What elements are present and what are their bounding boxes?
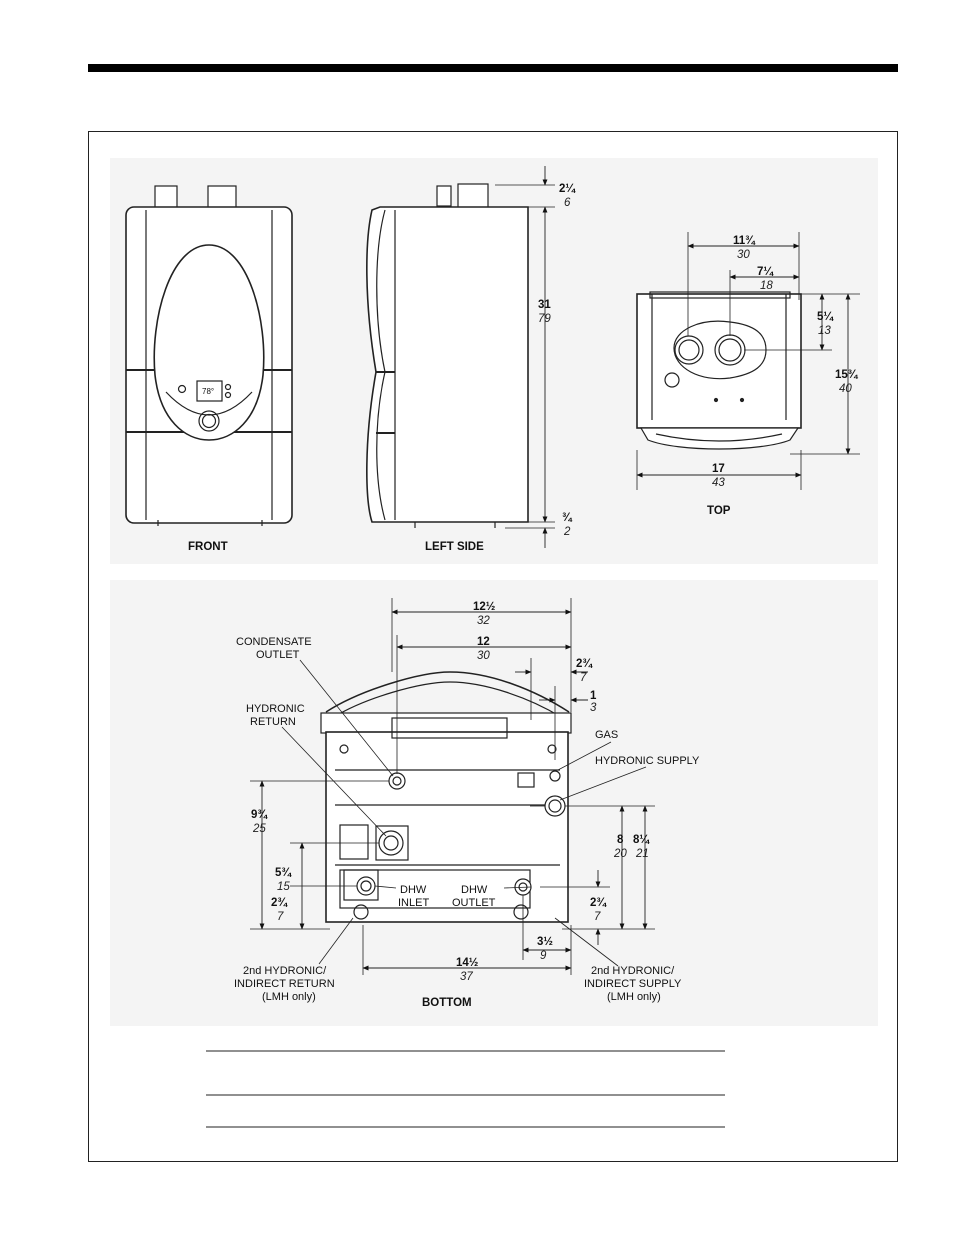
b-8-cm: 20: [613, 848, 627, 860]
b-1-in: 1: [590, 690, 597, 702]
b-2-3q-right-cm: 7: [594, 911, 601, 923]
header-rule: [88, 64, 898, 72]
condensate-outlet-label-1: CONDENSATE: [236, 636, 312, 648]
b-14-half-in: 14½: [456, 957, 479, 969]
top-width-inner-in: 7¼: [757, 266, 774, 278]
b-5-3q-in: 5¾: [275, 867, 292, 879]
b-12-half-cm: 32: [477, 615, 490, 627]
flue-height-in: 2¼: [559, 183, 576, 195]
top-view: [636, 232, 860, 490]
b-2-3q-left-cm: 7: [277, 911, 284, 923]
flue-height-cm: 6: [564, 197, 571, 209]
dhw-inlet-label-1: DHW: [400, 884, 427, 896]
second-supply-label-3: (LMH only): [607, 991, 661, 1003]
top-width-outer-cm: 30: [737, 249, 750, 261]
top-vent-depth-cm: 13: [818, 325, 831, 337]
second-return-label-2: INDIRECT RETURN: [234, 978, 335, 990]
second-return-label-3: (LMH only): [262, 991, 316, 1003]
top-width-outer-in: 11¾: [733, 235, 756, 247]
second-return-label-1: 2nd HYDRONIC/: [243, 965, 327, 977]
b-5-3q-cm: 15: [277, 881, 290, 893]
gas-label: GAS: [595, 729, 618, 741]
bottom-view: [320, 671, 572, 923]
height-in: 31: [538, 299, 551, 311]
b-2-3q-top-cm: 7: [580, 672, 587, 684]
b-8-in: 8: [617, 834, 624, 846]
top-depth-cm: 40: [839, 383, 852, 395]
bottom-offset-cm: 2: [563, 526, 571, 538]
left-side-view: [366, 166, 555, 548]
b-12-in: 12: [477, 636, 490, 648]
front-view-label: FRONT: [188, 541, 228, 553]
hydronic-return-label-2: RETURN: [250, 716, 296, 728]
b-9-3q-cm: 25: [252, 823, 266, 835]
b-12-cm: 30: [477, 650, 490, 662]
top-width-in: 17: [712, 463, 725, 475]
dhw-outlet-label-2: OUTLET: [452, 897, 496, 909]
b-2-3q-right-in: 2¾: [590, 897, 607, 909]
b-14-half-cm: 37: [460, 971, 473, 983]
second-supply-label-2: INDIRECT SUPPLY: [584, 978, 682, 990]
display-readout: 78°: [202, 387, 214, 396]
b-8-1q-cm: 21: [635, 848, 649, 860]
top-vent-depth-in: 5¼: [817, 311, 834, 323]
top-width-cm: 43: [712, 477, 725, 489]
hydronic-supply-label: HYDRONIC SUPPLY: [595, 755, 700, 767]
front-view: [125, 185, 293, 526]
figure-frame: [88, 131, 898, 1162]
top-depth-in: 15¾: [835, 369, 859, 381]
b-1-cm: 3: [590, 702, 597, 714]
bottom-view-label: BOTTOM: [422, 997, 472, 1009]
height-cm: 79: [538, 313, 551, 325]
condensate-outlet-label-2: OUTLET: [256, 649, 300, 661]
b-8-1q-in: 8¼: [633, 834, 650, 846]
b-12-half-in: 12½: [473, 601, 496, 613]
top-width-inner-cm: 18: [760, 280, 773, 292]
b-3-half-cm: 9: [540, 950, 547, 962]
dhw-inlet-label-2: INLET: [398, 897, 429, 909]
b-9-3q-in: 9¾: [251, 809, 268, 821]
b-2-3q-left-in: 2¾: [271, 897, 288, 909]
b-2-3q-top-in: 2¾: [576, 658, 593, 670]
bottom-offset-in: ¾: [562, 512, 573, 524]
left-side-view-label: LEFT SIDE: [425, 541, 484, 553]
b-3-half-in: 3½: [537, 936, 553, 948]
second-supply-label-1: 2nd HYDRONIC/: [591, 965, 675, 977]
dhw-outlet-label-1: DHW: [461, 884, 488, 896]
hydronic-return-label-1: HYDRONIC: [246, 703, 305, 715]
bottom-dimension-lines: [250, 598, 655, 975]
callout-leader-lines: [281, 659, 647, 967]
top-view-label: TOP: [707, 505, 731, 517]
